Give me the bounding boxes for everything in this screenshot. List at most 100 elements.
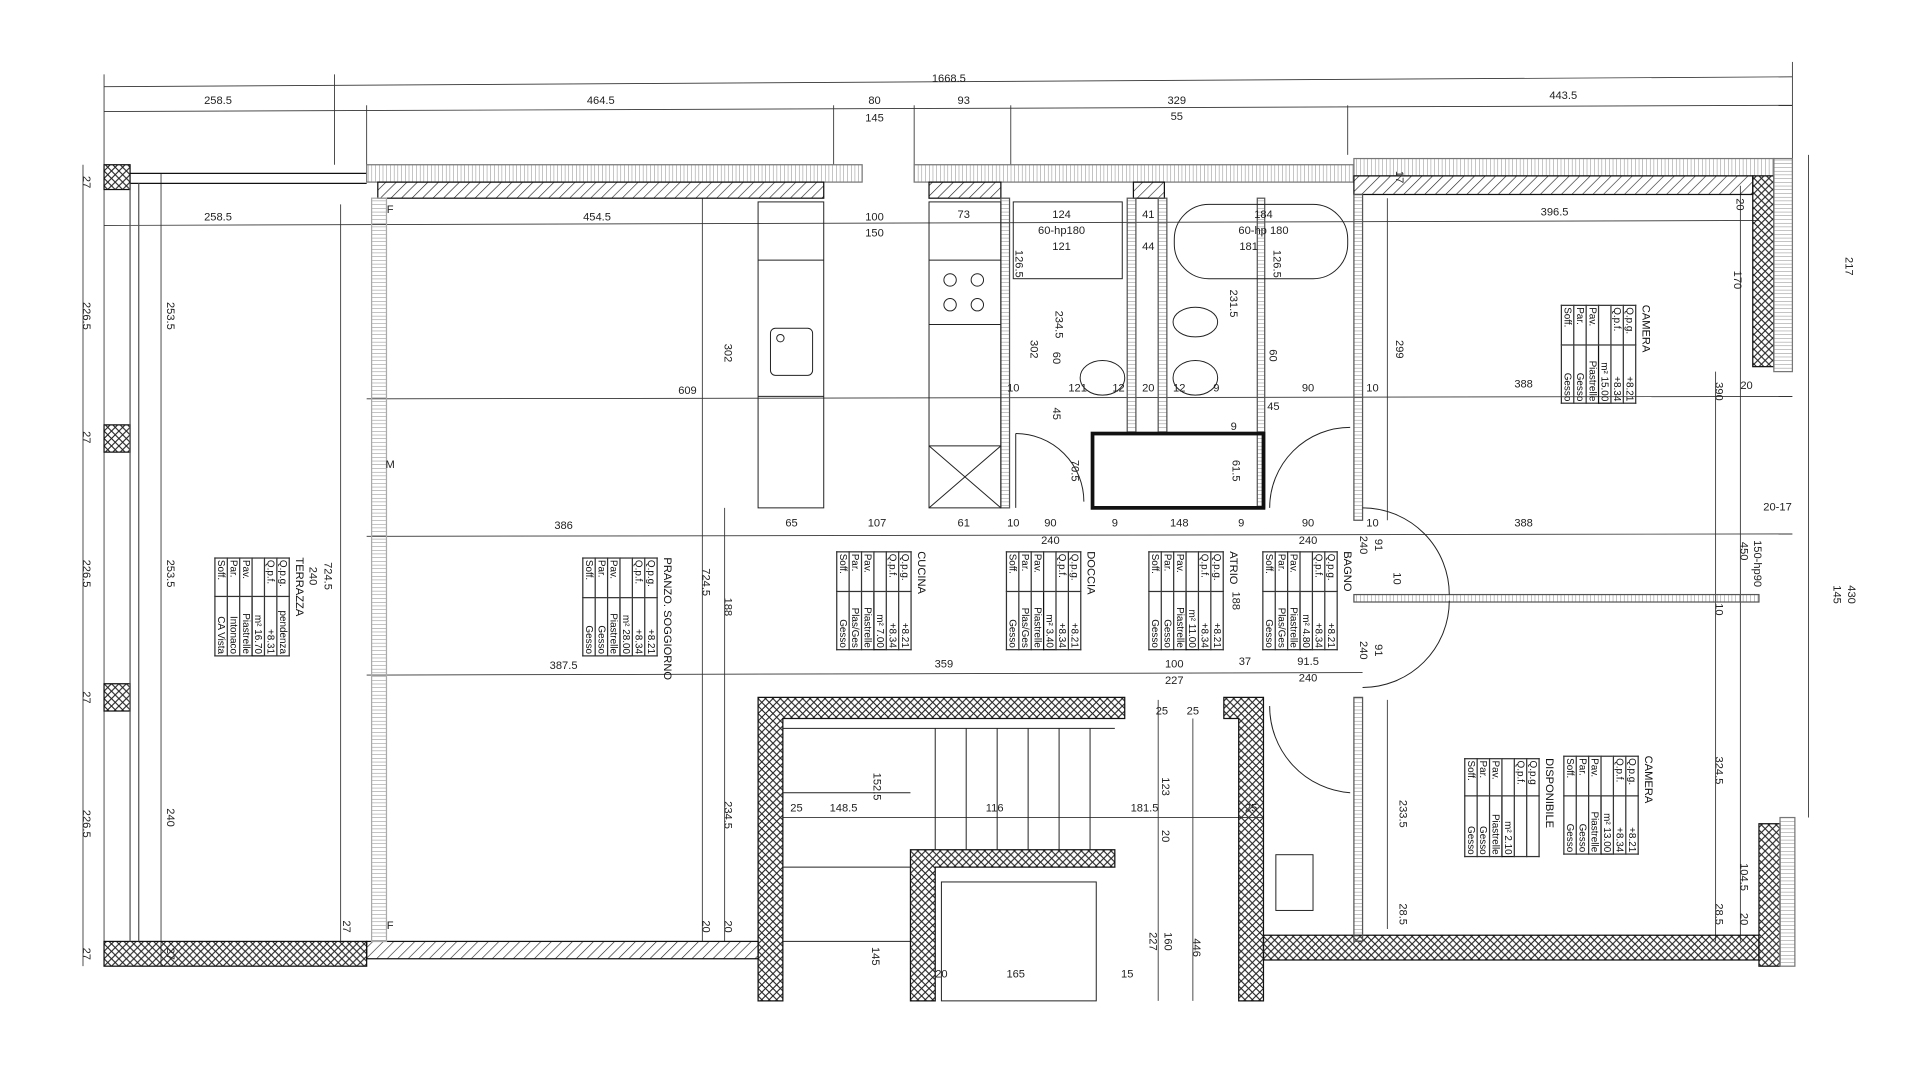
field-label: Q.p.g — [1526, 758, 1540, 797]
field-value: +8.21 — [1623, 345, 1636, 404]
field-value: +8.34 — [632, 598, 645, 656]
dimension-label: 45 — [1050, 408, 1062, 420]
door-swing — [1362, 507, 1450, 595]
room-name: CAMERA — [1640, 304, 1653, 353]
dimension-label: 27 — [80, 431, 92, 443]
kitchen-cooktop-counter — [928, 201, 1002, 509]
dimension-label: 25 — [1245, 802, 1257, 814]
dimension-label: F — [387, 920, 394, 932]
walls — [103, 157, 1796, 1002]
blank-cell — [1186, 551, 1199, 592]
field-label: Pav. — [1031, 551, 1044, 592]
dimension-label: 227 — [1147, 932, 1159, 951]
room-area: m² 11.00 — [1186, 591, 1199, 650]
room-name: PRANZO. SOGGIORNO — [661, 557, 674, 681]
field-value: Piastrelle — [1287, 591, 1301, 650]
field-value: CA Vista — [214, 596, 228, 656]
dimension-label: 60-hp 180 — [1238, 225, 1288, 237]
dimension-label: 25 — [1156, 706, 1168, 718]
dimension-label: 388 — [1514, 517, 1533, 529]
dimension-label: 450 — [1737, 542, 1749, 561]
room-area: m² 2.10 — [1501, 796, 1515, 857]
field-value: +8.34 — [1610, 345, 1624, 404]
field-value: Piastrelle — [861, 591, 874, 650]
dimension-label: 65 — [785, 517, 797, 529]
blank-cell — [1501, 758, 1515, 797]
field-value: Gesso — [1477, 796, 1490, 857]
dimension-label: 388 — [1514, 379, 1533, 391]
field-label: Pav. — [861, 551, 874, 592]
field-label: Q.p.f. — [1312, 551, 1325, 592]
dimension-label: 188 — [1230, 591, 1242, 610]
dimension-label: 329 — [1167, 95, 1186, 107]
dimension-label: 386 — [554, 520, 573, 532]
dimension-label: 60 — [1050, 352, 1062, 364]
field-label: Soff. — [1563, 756, 1577, 797]
dimension-label: 188 — [722, 598, 734, 617]
dimension-label: 20 — [1142, 382, 1154, 394]
cabinet — [1275, 854, 1314, 911]
dimension-label: 609 — [678, 385, 697, 397]
dimension-label: 160 — [1161, 932, 1173, 951]
field-label: Pav. — [1173, 551, 1187, 592]
dimension-label: 240 — [1299, 672, 1318, 684]
blank-cell — [1300, 551, 1313, 592]
field-label: Pav. — [1287, 551, 1301, 592]
dimension-label: 44 — [1142, 241, 1154, 253]
field-label: Soff. — [582, 558, 596, 599]
dimension-label: 443.5 — [1549, 90, 1577, 102]
field-value: Gesso — [1006, 591, 1019, 650]
field-value: Gesso — [836, 591, 850, 650]
room-name: ATRIO — [1227, 551, 1240, 585]
dimension-label: 25 — [1187, 706, 1199, 718]
field-label: Soff. — [1148, 551, 1162, 592]
dimension-label: 181 — [1239, 241, 1258, 253]
blank-cell — [1043, 551, 1056, 592]
dimension-label: 116 — [986, 802, 1004, 814]
dimension-label: 124 — [1052, 209, 1071, 221]
dimension-label: 17 — [1393, 171, 1405, 183]
dimension-label: 61.5 — [1230, 460, 1242, 482]
dimension-label: 28.5 — [1397, 903, 1409, 925]
field-value — [1526, 796, 1540, 857]
bidet-icon — [1172, 359, 1219, 396]
dimension-label: 253.5 — [164, 302, 176, 330]
dimension-label: 60-hp180 — [1038, 225, 1085, 237]
dimension-label: 454.5 — [583, 211, 611, 223]
dimension-label: 233.5 — [1397, 800, 1409, 828]
dimension-label: 240 — [1357, 536, 1369, 555]
field-label: Q.p.g. — [276, 558, 290, 597]
bathtub — [1173, 203, 1349, 280]
field-label: Par. — [1573, 305, 1587, 346]
dimension-label: 37 — [1239, 656, 1251, 668]
field-value: +8.34 — [1312, 591, 1325, 650]
dimension-label: 148 — [1170, 517, 1189, 529]
toilet-icon — [1079, 359, 1126, 396]
dimension-label: 20-17 — [1763, 501, 1791, 513]
dimension-label: 45 — [1267, 401, 1279, 413]
room-area: m² 7.00 — [873, 591, 887, 650]
dimension-label: 121 — [1052, 241, 1071, 253]
dimension-label: 226.5 — [80, 560, 92, 588]
blank-cell — [1601, 756, 1614, 797]
washbasin-icon — [1172, 306, 1219, 338]
field-value: +8.34 — [1198, 591, 1211, 650]
dimension-label: M — [386, 459, 395, 471]
dimension-label: 145 — [1830, 585, 1842, 604]
dimension-label: 258.5 — [204, 211, 232, 223]
dimension-label: 9 — [1213, 382, 1219, 394]
field-value: Gesso — [1561, 345, 1574, 404]
field-value: Gesso — [1148, 591, 1162, 650]
field-label: Par. — [1275, 551, 1288, 592]
fixtures — [757, 201, 1450, 1002]
field-label: Par. — [1161, 551, 1174, 592]
field-label: Pav. — [1586, 305, 1599, 346]
dimension-label: 226.5 — [80, 810, 92, 838]
